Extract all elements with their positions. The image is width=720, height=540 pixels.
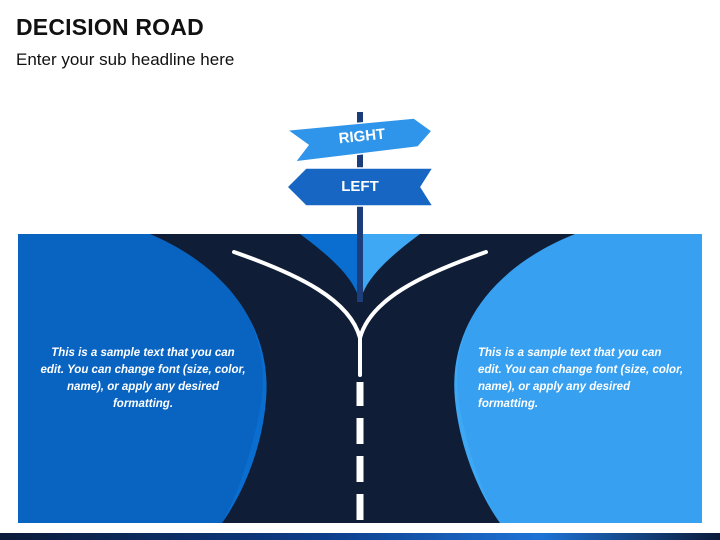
left-sign <box>285 167 435 207</box>
right-panel-text: This is a sample text that you can edit.… <box>478 347 684 410</box>
sign-pole <box>357 112 363 302</box>
center-dash <box>356 382 364 406</box>
road <box>150 234 575 523</box>
center-dash <box>356 494 364 520</box>
page-subtitle: Enter your sub headline here <box>16 50 235 69</box>
center-dash <box>356 418 364 444</box>
center-dash <box>356 456 364 482</box>
left-road-shoulder <box>18 234 263 523</box>
right-road-shoulder <box>457 234 702 523</box>
right-sign <box>284 117 434 163</box>
page-title: DECISION ROAD <box>16 14 204 40</box>
bottom-accent-bar <box>0 533 720 540</box>
left-sign-label: LEFT <box>341 178 379 195</box>
left-lane-line <box>232 250 362 377</box>
left-panel-text: This is a sample text that you can edit.… <box>40 347 246 410</box>
right-lane-line <box>358 250 488 340</box>
center-dashes <box>356 382 364 520</box>
